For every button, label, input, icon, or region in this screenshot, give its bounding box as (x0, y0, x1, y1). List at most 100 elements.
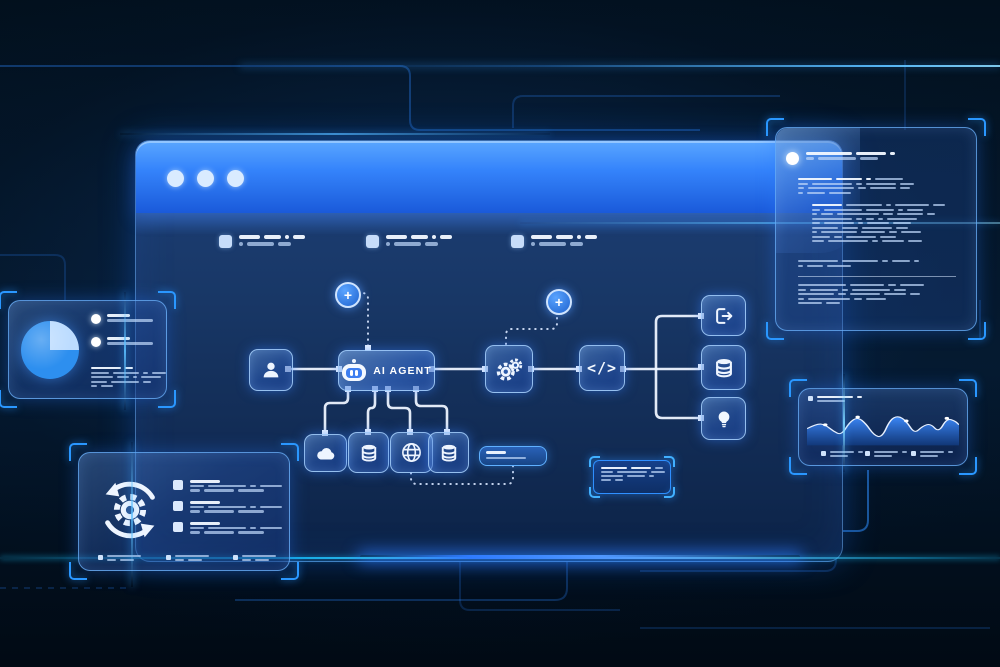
annotation-text-placeholder (486, 451, 540, 459)
pie-chart (21, 321, 79, 379)
bullet-square-icon (865, 451, 870, 456)
chart-title-item (808, 396, 862, 404)
bullet-square-icon (173, 522, 183, 532)
corner-bracket (589, 487, 600, 498)
corner-bracket (0, 390, 17, 408)
database-icon (361, 444, 376, 462)
node-process[interactable] (485, 345, 533, 393)
footer-item (98, 555, 141, 563)
node-user[interactable] (249, 349, 293, 391)
legend-text-placeholder (920, 451, 953, 459)
node-database-out[interactable] (701, 345, 746, 390)
add-node-button[interactable]: + (335, 282, 361, 308)
window-control-dot[interactable] (197, 170, 214, 187)
corner-bracket (69, 562, 87, 580)
lightbulb-icon (718, 411, 729, 427)
node-database-2[interactable] (428, 432, 469, 473)
node-code[interactable]: </> (579, 345, 625, 391)
corner-bracket (0, 291, 17, 309)
window-header (136, 141, 842, 213)
legend-item (91, 337, 153, 347)
add-node-button[interactable]: + (546, 289, 572, 315)
corner-bracket (968, 322, 986, 340)
nav-item[interactable] (219, 235, 305, 249)
database-icon (715, 358, 732, 377)
list-item (173, 522, 282, 536)
checkbox-icon (366, 235, 379, 248)
checkbox-icon (511, 235, 524, 248)
footer-item (233, 555, 276, 563)
sync-gear-icon (105, 481, 155, 539)
legend-item (91, 314, 153, 324)
corner-bracket (789, 457, 807, 475)
code-title-placeholder (806, 152, 895, 162)
database-icon (441, 444, 456, 462)
gears-icon (496, 358, 523, 381)
corner-bracket (766, 322, 784, 340)
code-block-placeholder (798, 260, 919, 269)
window-control-dot[interactable] (227, 170, 244, 187)
pie-description-placeholder (91, 367, 166, 390)
nav-item[interactable] (511, 235, 597, 249)
corner-bracket (959, 379, 977, 397)
list-text-placeholder (190, 501, 282, 515)
bullet-square-icon (808, 396, 813, 401)
node-idea[interactable] (701, 397, 746, 440)
bullet-square-icon (98, 555, 103, 560)
code-chip (589, 456, 675, 498)
chart-legend-item (865, 451, 907, 459)
footer-item (166, 555, 209, 563)
code-block-placeholder (798, 284, 924, 307)
node-cloud[interactable] (304, 434, 347, 472)
legend-text-placeholder (107, 337, 153, 347)
legend-text-placeholder (107, 314, 153, 324)
wave-fill (807, 416, 959, 446)
bullet-square-icon (173, 480, 183, 490)
code-icon: </> (586, 359, 618, 377)
bullet-square-icon (166, 555, 171, 560)
bullet-square-icon (173, 501, 183, 511)
corner-bracket (281, 562, 299, 580)
node-database-1[interactable] (348, 432, 389, 473)
legend-text-placeholder (830, 451, 863, 459)
corner-bracket (69, 443, 87, 461)
divider (798, 276, 956, 277)
annotation-label (479, 446, 547, 466)
corner-bracket (664, 487, 675, 498)
cloud-icon (316, 447, 334, 459)
chart-title-placeholder (817, 396, 862, 404)
corner-bracket (281, 443, 299, 461)
code-panel (766, 118, 986, 340)
list-text-placeholder (190, 522, 282, 536)
export-icon (715, 307, 732, 324)
nav-item[interactable] (366, 235, 452, 249)
chart-legend-item (911, 451, 953, 459)
footer-text-placeholder (107, 555, 141, 563)
browser-window: + + AI AGENT </> (135, 140, 843, 562)
node-ai-agent[interactable]: AI AGENT (338, 350, 435, 391)
bullet-square-icon (821, 451, 826, 456)
corner-bracket (968, 118, 986, 136)
node-web[interactable] (390, 432, 433, 473)
footer-text-placeholder (242, 555, 276, 563)
legend-text-placeholder (874, 451, 907, 459)
corner-bracket (664, 456, 675, 467)
code-block-placeholder (798, 178, 914, 196)
wave-stroke (807, 416, 959, 438)
node-export[interactable] (701, 295, 746, 336)
globe-icon (402, 443, 421, 462)
chip-text-placeholder (601, 467, 665, 481)
footer-text-placeholder (175, 555, 209, 563)
bullet-square-icon (233, 555, 238, 560)
area-chart (807, 415, 959, 446)
pie-chart-panel (0, 291, 176, 408)
window-control-dot[interactable] (167, 170, 184, 187)
area-chart-panel (789, 379, 977, 475)
nav-label-placeholder (386, 235, 452, 249)
bullet-icon (91, 314, 101, 324)
corner-bracket (789, 379, 807, 397)
corner-bracket (959, 457, 977, 475)
bullet-square-icon (911, 451, 916, 456)
list-item (173, 480, 282, 494)
